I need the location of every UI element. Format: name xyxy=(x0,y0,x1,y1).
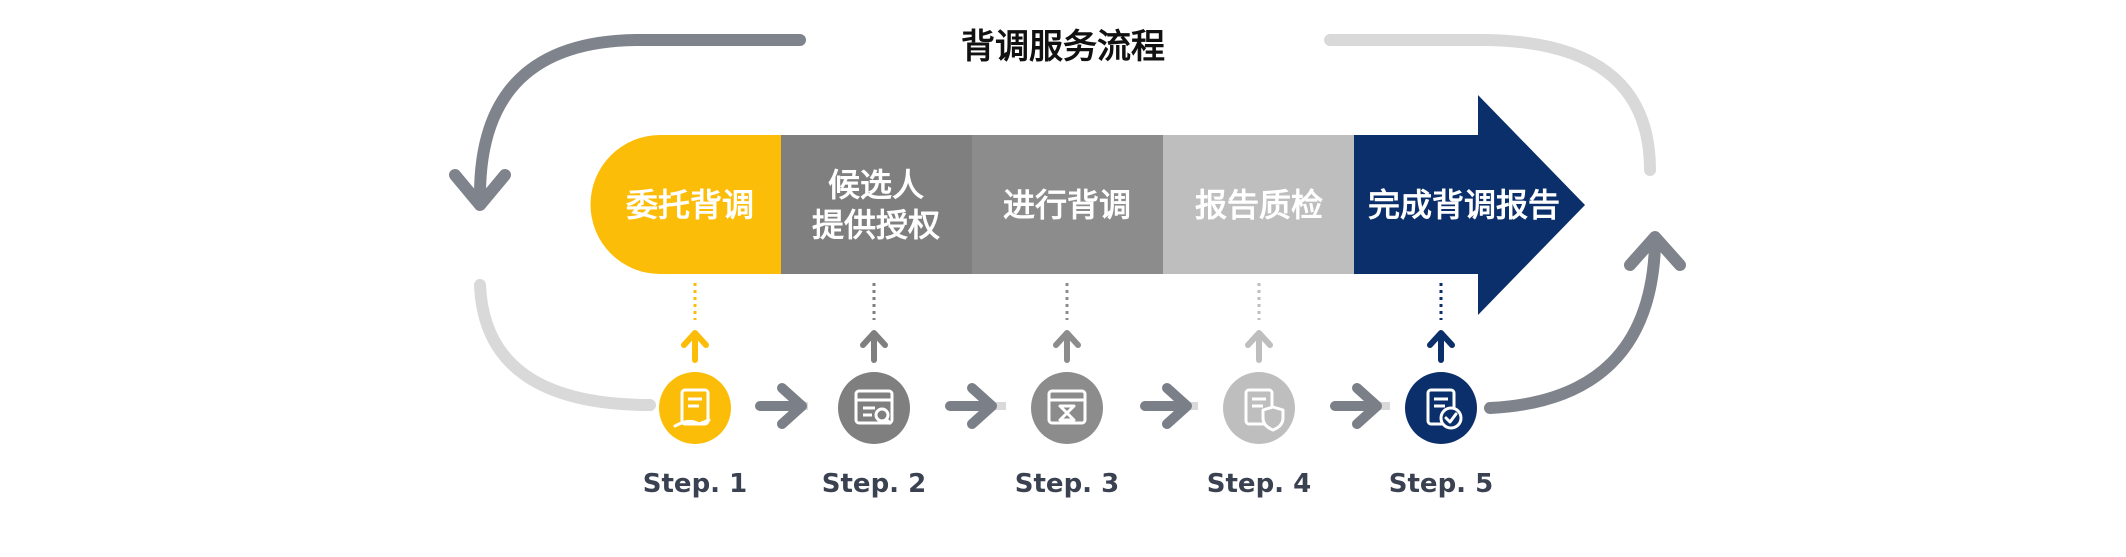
segment-label-2a: 候选人 xyxy=(828,166,924,204)
segment-label-4: 报告质检 xyxy=(1195,186,1323,224)
up-arrow-icon xyxy=(1053,330,1081,348)
up-arrow-icon xyxy=(1427,330,1455,348)
segment-quality-check xyxy=(1163,135,1354,274)
step-1: Step. 1 xyxy=(643,372,747,499)
process-bar: 委托背调 候选人 提供授权 进行背调 报告质检 完成背调报告 xyxy=(590,95,1585,315)
up-arrow-icon xyxy=(681,330,709,348)
step-circle xyxy=(1031,372,1103,444)
segment-complete-report-arrow xyxy=(1354,95,1585,315)
step-4: Step. 4 xyxy=(1207,372,1311,499)
segment-investigate xyxy=(972,135,1163,274)
cycle-arrowhead-right xyxy=(1624,231,1686,271)
segment-label-1: 委托背调 xyxy=(626,186,754,224)
document-hand-icon xyxy=(673,388,711,428)
step-label: Step. 5 xyxy=(1389,469,1493,499)
up-arrow-icon xyxy=(1245,330,1273,348)
step-circle xyxy=(1223,372,1295,444)
segment-label-5: 完成背调报告 xyxy=(1368,186,1560,224)
segment-entrust xyxy=(590,135,781,274)
cycle-arc-top-left xyxy=(474,34,806,201)
cycle-arrows xyxy=(449,34,1686,414)
up-arrow-icon xyxy=(860,330,888,348)
step-circle xyxy=(1405,372,1477,444)
cycle-arrowhead-left xyxy=(449,169,511,211)
browser-search-icon xyxy=(854,389,894,426)
step-connectors xyxy=(681,283,1455,363)
step-label: Step. 1 xyxy=(643,469,747,499)
right-arrow-icon xyxy=(777,383,807,429)
step-5: Step. 5 xyxy=(1389,372,1493,499)
step-label: Step. 2 xyxy=(822,469,926,499)
browser-hourglass-icon xyxy=(1047,389,1087,425)
step-3: Step. 3 xyxy=(1015,372,1119,499)
step-2: Step. 2 xyxy=(822,372,926,499)
step-label: Step. 3 xyxy=(1015,469,1119,499)
segment-authorize xyxy=(781,135,972,274)
step-label: Step. 4 xyxy=(1207,469,1311,499)
steps: Step. 1 Step. 2 Step. 3 Step. 4 Step. 5 xyxy=(643,372,1493,499)
step-chevrons xyxy=(755,383,1382,429)
cycle-arc-bottom-left xyxy=(474,279,656,411)
right-arrow-icon xyxy=(1352,383,1382,429)
document-check-icon xyxy=(1426,388,1463,430)
cycle-arc-top-right xyxy=(1324,34,1656,176)
document-shield-icon xyxy=(1244,388,1285,432)
segment-label-3: 进行背调 xyxy=(1003,186,1131,224)
right-arrow-icon xyxy=(1162,383,1192,429)
diagram-title: 背调服务流程 xyxy=(961,27,1165,67)
cycle-arc-bottom-right xyxy=(1484,239,1661,414)
step-circle xyxy=(659,372,731,444)
segment-label-2b: 提供授权 xyxy=(812,206,940,244)
right-arrow-icon xyxy=(967,383,997,429)
